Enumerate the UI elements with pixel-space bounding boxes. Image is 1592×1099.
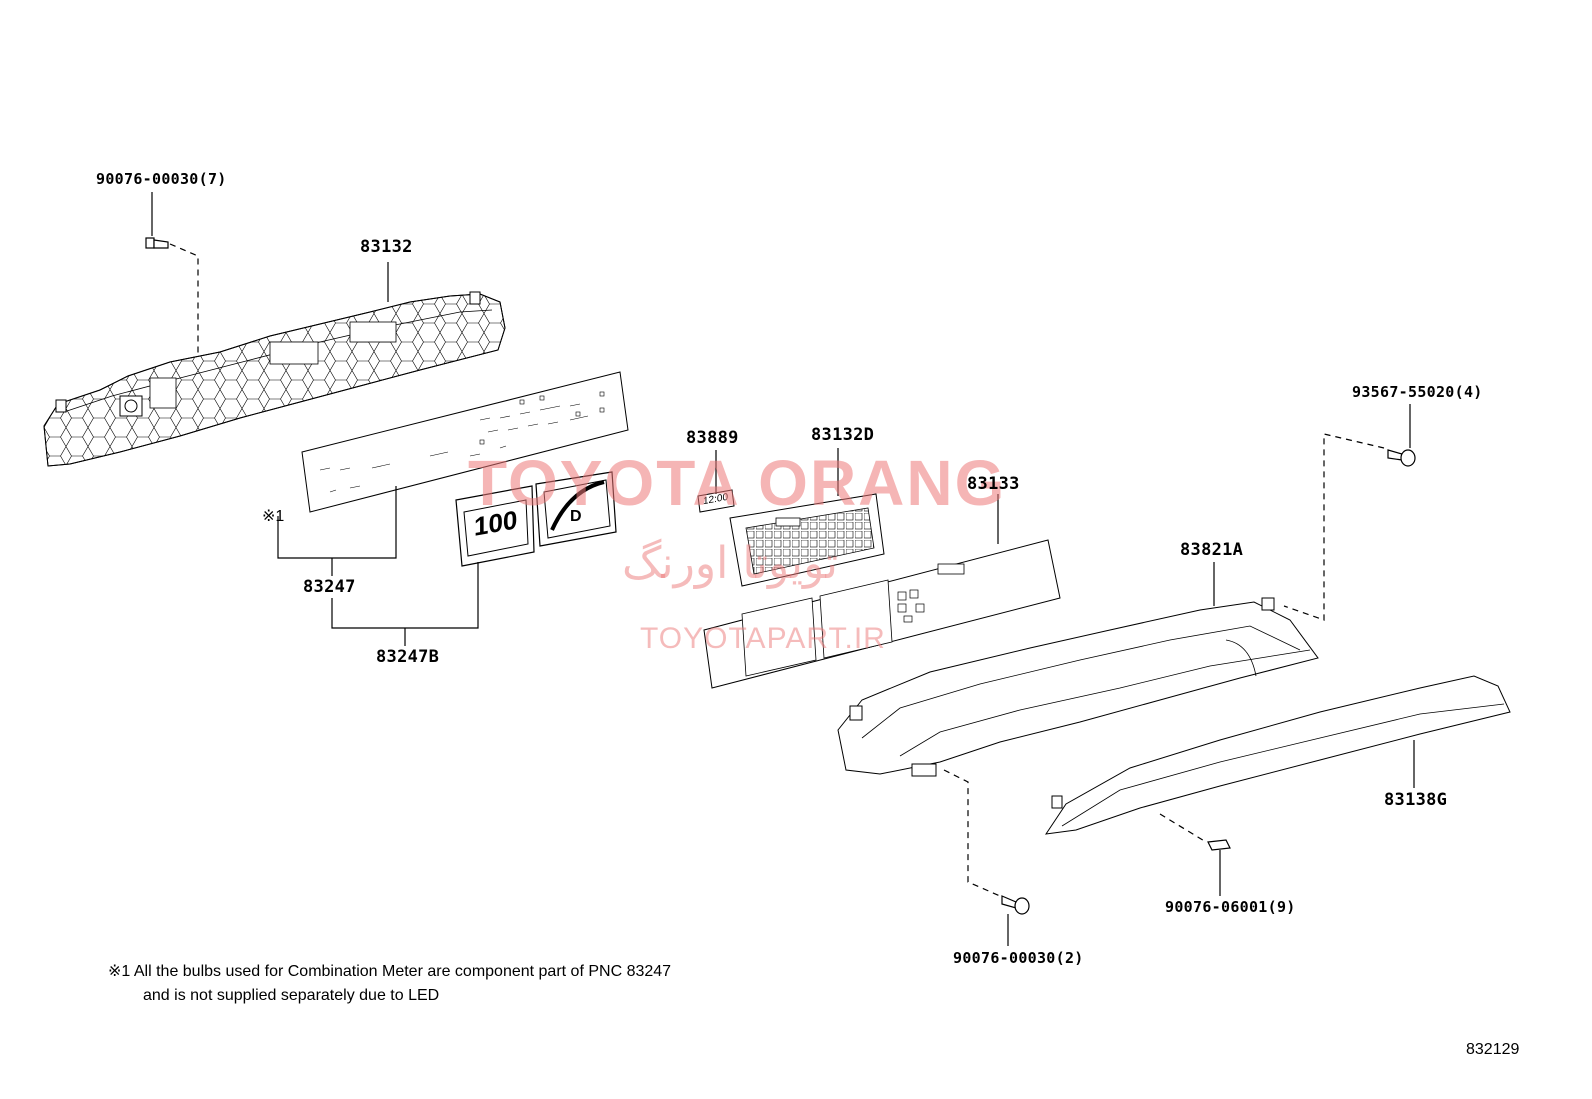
footnote-line-1: ※1 All the bulbs used for Combination Me…	[108, 963, 672, 980]
label-83821A: 83821A	[1180, 540, 1244, 560]
watermark-site: TOYOTAPART.IR	[640, 622, 886, 655]
label-93567-55020-4: 93567-55020(4)	[1352, 383, 1483, 401]
housing-83132	[43, 291, 506, 467]
grid-plate-83132D	[729, 493, 885, 587]
label-83247: 83247	[303, 577, 356, 597]
small-display-83889	[697, 489, 735, 513]
label-90076-00030-2: 90076-00030(2)	[953, 949, 1084, 967]
footnote-line-2: and is not supplied separately due to LE…	[143, 987, 440, 1004]
watermark-persian: تویوتا اورنگ	[622, 538, 838, 589]
screw-icon	[1387, 449, 1416, 467]
label-83889: 83889	[686, 428, 739, 448]
display-panel-83247B	[455, 471, 617, 567]
label-83247B: 83247B	[376, 647, 440, 667]
label-83132: 83132	[360, 237, 413, 257]
label-note1-mark: ※1	[262, 508, 285, 525]
label-83132D: 83132D	[811, 425, 875, 445]
gear-readout: D	[570, 508, 582, 525]
cluster-lens-83821A	[837, 597, 1319, 777]
circuit-board-83247	[301, 371, 629, 513]
figure-code: 832129	[1466, 1041, 1520, 1058]
dial-plate-83133	[703, 539, 1061, 689]
clip-icon	[1207, 839, 1231, 851]
watermark-title: TOYOTA ORANG	[468, 447, 1007, 519]
label-90076-00030-7: 90076-00030(7)	[96, 170, 227, 188]
label-90076-06001-9: 90076-06001(9)	[1165, 898, 1296, 916]
label-83133: 83133	[967, 474, 1020, 494]
screw-icon	[145, 237, 169, 249]
label-83138G: 83138G	[1384, 790, 1448, 810]
assembly-lines	[169, 243, 1385, 897]
lens-cover-83138G	[1044, 675, 1511, 835]
screw-icon	[1001, 895, 1030, 915]
leader-lines	[151, 192, 1415, 946]
